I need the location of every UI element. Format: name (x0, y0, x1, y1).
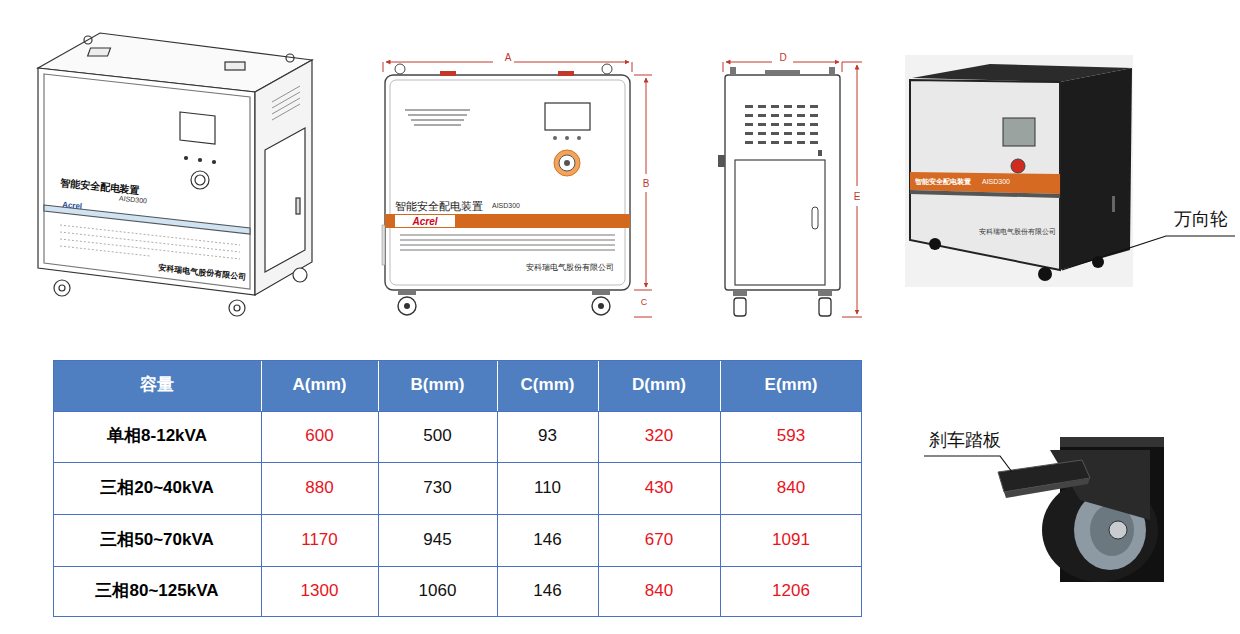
product-photo (905, 55, 1235, 287)
callout-label: C (637, 296, 651, 310)
table-cell: 430 (598, 462, 720, 514)
table-cell: 93 (497, 411, 598, 462)
table-cell: 840 (720, 462, 862, 514)
table-cell: 670 (598, 514, 720, 566)
table-cell: 600 (261, 411, 378, 462)
callout-label: 安科瑞电气股份有限公司 (975, 226, 1059, 238)
table-cell: 593 (720, 411, 862, 462)
table-cell: 1091 (720, 514, 862, 566)
callout-label: 安科瑞电气股份有限公司 (150, 261, 255, 286)
spec-table (53, 360, 862, 617)
table-cell: E(mm) (720, 360, 862, 411)
table-cell: 三相20~40kVA (53, 462, 261, 514)
callout-label: 万向轮 (1166, 207, 1236, 233)
caster-photo (924, 437, 1164, 582)
table-cell: 730 (378, 462, 497, 514)
callout-label: 安科瑞电气股份有限公司 (518, 262, 622, 274)
table-cell: 1060 (378, 566, 497, 617)
table-cell: 840 (598, 566, 720, 617)
table-cell: 1206 (720, 566, 862, 617)
table-cell: 1170 (261, 514, 378, 566)
table-cell: A(mm) (261, 360, 378, 411)
callout-label: AISD300 (486, 200, 526, 212)
callout-label: E (850, 188, 864, 204)
table-cell: B(mm) (378, 360, 497, 411)
callout-label: 智能安全配电装置 (393, 198, 485, 214)
table-cell: C(mm) (497, 360, 598, 411)
callout-label: 刹车踏板 (922, 428, 1008, 454)
callout-label: B (639, 175, 653, 191)
callout-label: AISD300 (108, 191, 159, 208)
table-cell: 945 (378, 514, 497, 566)
table-cell: 320 (598, 411, 720, 462)
callout-label: AISD300 (976, 176, 1016, 188)
table-cell: D(mm) (598, 360, 720, 411)
table-cell: 三相80~125kVA (53, 566, 261, 617)
front-view (382, 62, 652, 317)
table-cell: 容量 (53, 360, 261, 411)
callout-label: Acrel (51, 198, 92, 215)
table-cell: 三相50~70kVA (53, 514, 261, 566)
table-cell: 146 (497, 566, 598, 617)
table-cell: 146 (497, 514, 598, 566)
side-view (718, 62, 862, 317)
callout-label: D (772, 50, 794, 64)
callout-label: Acrel (397, 215, 453, 227)
table-cell: 110 (497, 462, 598, 514)
isometric-drawing (38, 33, 312, 316)
callout-label: A (495, 50, 521, 64)
table-cell: 500 (378, 411, 497, 462)
table-cell: 1300 (261, 566, 378, 617)
table-cell: 单相8-12kVA (53, 411, 261, 462)
callout-label: 智能安全配电装置 (912, 175, 974, 188)
table-cell: 880 (261, 462, 378, 514)
